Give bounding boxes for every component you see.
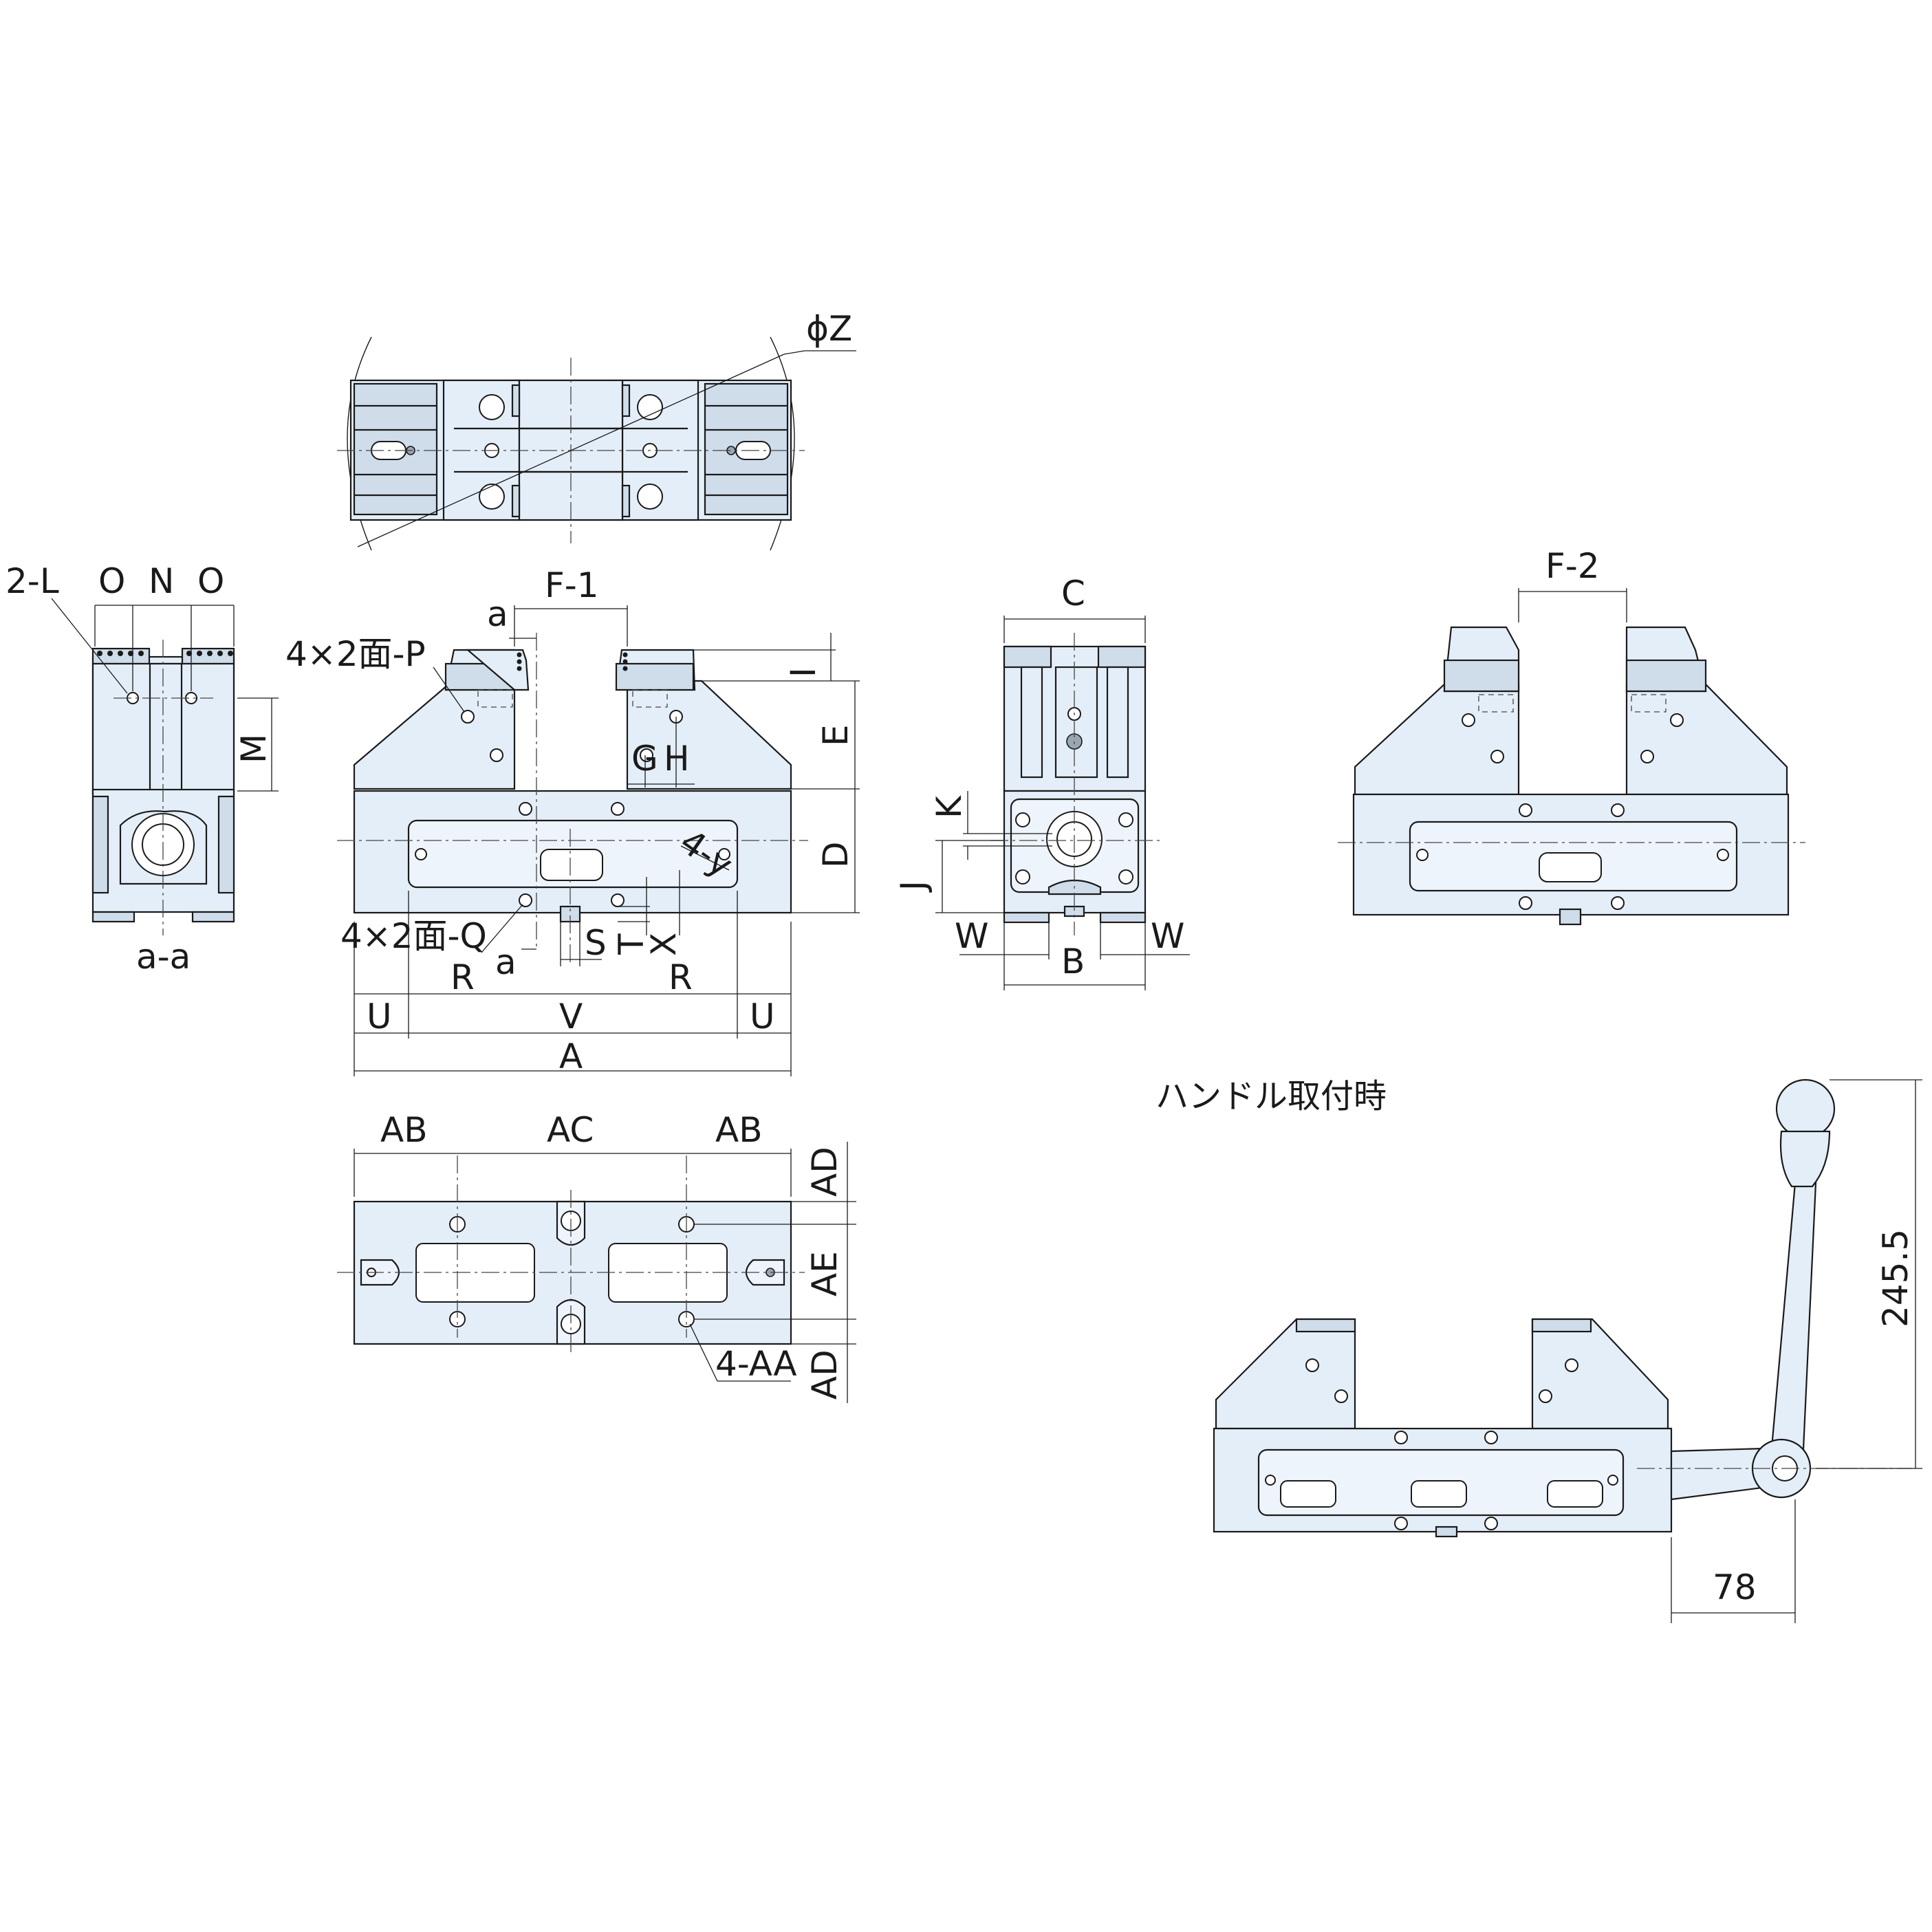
label-ab-left: AB bbox=[380, 1110, 428, 1150]
label-k: K bbox=[929, 795, 969, 818]
section-view-aa bbox=[51, 598, 279, 935]
handle-caption: ハンドル取付時 bbox=[1155, 1077, 1387, 1116]
label-g: G bbox=[631, 739, 658, 779]
label-ae: AE bbox=[805, 1251, 845, 1296]
label-i: I bbox=[783, 667, 823, 677]
label-u-right: U bbox=[750, 997, 775, 1036]
label-s: S bbox=[585, 923, 607, 963]
label-section-aa: a-a bbox=[136, 937, 191, 977]
label-v: V bbox=[559, 997, 583, 1036]
label-phi-z: ϕZ bbox=[806, 309, 852, 349]
label-ad-top: AD bbox=[805, 1147, 845, 1197]
label-handle-height: 245.5 bbox=[1876, 1229, 1915, 1327]
label-e: E bbox=[816, 724, 856, 746]
label-4aa: 4-AA bbox=[715, 1344, 797, 1384]
label-t: T bbox=[611, 933, 651, 955]
label-ab-right: AB bbox=[715, 1110, 763, 1150]
label-w-right: W bbox=[1151, 916, 1184, 956]
label-n: N bbox=[149, 561, 174, 601]
label-r-right: R bbox=[669, 957, 693, 997]
label-b: B bbox=[1061, 942, 1085, 981]
end-view bbox=[935, 616, 1190, 990]
handle-view bbox=[1213, 1078, 1922, 1623]
front-view bbox=[337, 605, 860, 1076]
label-w-left: W bbox=[955, 916, 988, 956]
label-f2: F-2 bbox=[1545, 546, 1600, 586]
label-ac: AC bbox=[547, 1110, 594, 1150]
label-x: X bbox=[644, 933, 684, 956]
label-m: M bbox=[234, 734, 274, 763]
label-ad-bottom: AD bbox=[805, 1349, 845, 1400]
label-a-bottom: a bbox=[495, 942, 517, 982]
label-h: H bbox=[664, 739, 690, 779]
label-a-total: A bbox=[559, 1036, 583, 1076]
label-r-left: R bbox=[451, 957, 475, 997]
label-handle-offset: 78 bbox=[1713, 1567, 1757, 1607]
front-view-f2 bbox=[1338, 588, 1805, 926]
label-f1: F-1 bbox=[545, 565, 599, 605]
label-a-top: a bbox=[487, 594, 508, 634]
label-4p: 4×2面-P bbox=[285, 634, 426, 674]
label-o-right: O bbox=[197, 561, 224, 601]
label-u-left: U bbox=[367, 997, 392, 1036]
top-view bbox=[337, 336, 856, 551]
label-o-left: O bbox=[98, 561, 125, 601]
bottom-view bbox=[337, 1142, 856, 1403]
label-2l: 2-L bbox=[6, 561, 59, 601]
label-c: C bbox=[1061, 574, 1085, 614]
label-d: D bbox=[816, 841, 856, 868]
label-j: J bbox=[893, 880, 933, 893]
label-4q: 4×2面-Q bbox=[340, 916, 487, 956]
